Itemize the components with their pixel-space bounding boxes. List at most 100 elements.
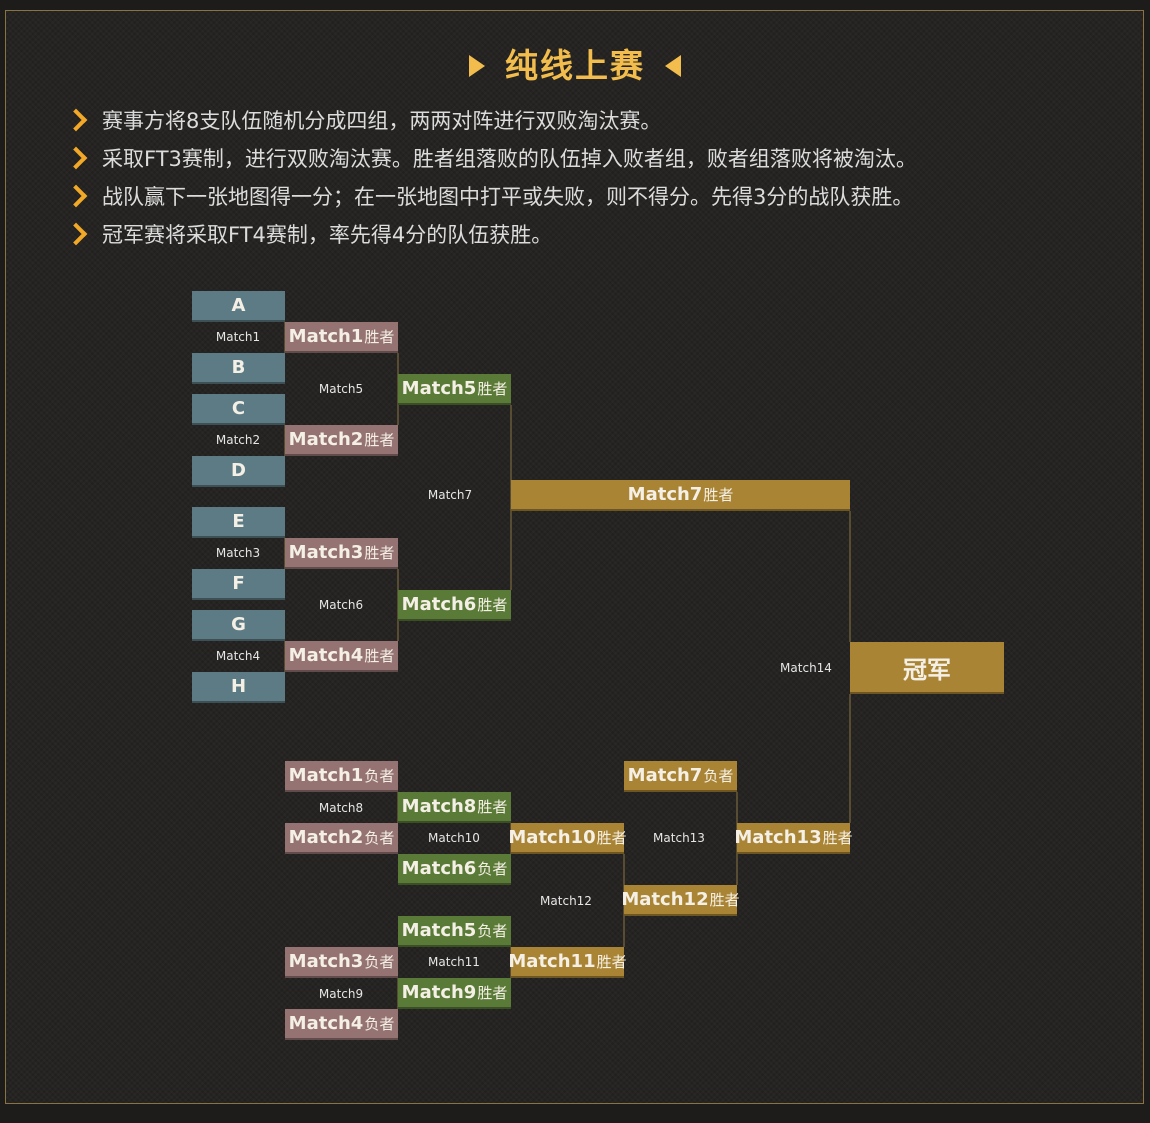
match-label: Match3	[215, 546, 261, 560]
box-label: G	[231, 614, 246, 635]
box-label: Match8	[401, 796, 477, 817]
box-label: Match5	[401, 920, 477, 941]
box-label: Match1	[288, 765, 364, 786]
title-bar: 纯线上赛	[0, 44, 1150, 88]
box-label: D	[231, 460, 246, 481]
rule-item: 采取FT3赛制，进行双败淘汰赛。胜者组落败的队伍掉入败者组，败者组落败将被淘汰。	[64, 139, 917, 177]
box-suffix: 胜者	[477, 984, 508, 1002]
match-label: Match4	[215, 649, 261, 663]
triangle-right-icon	[469, 55, 485, 77]
rule-text: 战队赢下一张地图得一分；在一张地图中打平或失败，则不得分。先得3分的战队获胜。	[102, 185, 914, 209]
box-label: F	[232, 573, 245, 594]
rule-text: 冠军赛将采取FT4赛制，率先得4分的队伍获胜。	[102, 223, 553, 247]
rule-text: 赛事方将8支队伍随机分成四组，两两对阵进行双败淘汰赛。	[102, 109, 662, 133]
box-label: Match2	[288, 429, 364, 450]
box-label: Match9	[401, 982, 477, 1003]
box-label: B	[231, 357, 246, 378]
team-box-e: E	[192, 507, 285, 538]
box-suffix: 胜者	[364, 328, 395, 346]
box-suffix: 负者	[364, 953, 395, 971]
team-box-b: B	[192, 353, 285, 384]
box-label: E	[232, 511, 245, 532]
box-label: Match5	[401, 378, 477, 399]
match-label: Match8	[318, 801, 364, 815]
page-frame	[5, 10, 1144, 1104]
box-label: Match2	[288, 827, 364, 848]
page-title: 纯线上赛	[505, 46, 645, 85]
box-suffix: 胜者	[596, 829, 627, 847]
match-label: Match12	[540, 894, 592, 908]
box-label: H	[230, 676, 247, 697]
match-label: Match6	[318, 598, 364, 612]
triangle-left-icon	[665, 55, 681, 77]
box-label: Match7	[627, 765, 703, 786]
box-label: Match4	[288, 1013, 364, 1034]
box-label: Match7	[627, 484, 703, 505]
box-label: Match12	[621, 889, 709, 910]
box-label: Match1	[288, 326, 364, 347]
match-label: Match14	[780, 661, 832, 675]
box-label: 冠军	[903, 655, 951, 684]
rules-list: 赛事方将8支队伍随机分成四组，两两对阵进行双败淘汰赛。 采取FT3赛制，进行双败…	[64, 101, 917, 253]
box-label: Match10	[508, 827, 596, 848]
box-label: Match4	[288, 645, 364, 666]
box-label: C	[231, 398, 246, 419]
box-label: Match3	[288, 542, 364, 563]
box-suffix: 胜者	[364, 431, 395, 449]
box-suffix: 负者	[477, 922, 508, 940]
box-suffix: 负者	[703, 767, 734, 785]
team-box-h: H	[192, 672, 285, 703]
box-suffix: 胜者	[703, 486, 734, 504]
team-box-g: G	[192, 610, 285, 641]
match-label: Match10	[428, 831, 480, 845]
match-label: Match2	[215, 433, 261, 447]
box-suffix: 胜者	[364, 647, 395, 665]
box-suffix: 胜者	[364, 544, 395, 562]
rule-item: 战队赢下一张地图得一分；在一张地图中打平或失败，则不得分。先得3分的战队获胜。	[64, 177, 917, 215]
box-suffix: 负者	[364, 1015, 395, 1033]
match-label: Match7	[427, 488, 473, 502]
box-label: Match6	[401, 594, 477, 615]
match-label: Match13	[653, 831, 705, 845]
match-label: Match11	[428, 955, 480, 969]
box-suffix: 胜者	[477, 380, 508, 398]
box-suffix: 负者	[364, 767, 395, 785]
match-label: Match1	[215, 330, 261, 344]
box-suffix: 胜者	[596, 953, 627, 971]
rule-item: 冠军赛将采取FT4赛制，率先得4分的队伍获胜。	[64, 215, 917, 253]
team-box-f: F	[192, 569, 285, 600]
box-label: Match3	[288, 951, 364, 972]
box-suffix: 胜者	[477, 798, 508, 816]
champion-box: 冠军	[850, 642, 1004, 694]
box-label: Match11	[508, 951, 596, 972]
team-box-c: C	[192, 394, 285, 425]
box-suffix: 胜者	[709, 891, 740, 909]
box-suffix: 负者	[477, 860, 508, 878]
team-box-a: A	[192, 291, 285, 322]
team-box-d: D	[192, 456, 285, 487]
box-suffix: 胜者	[822, 829, 853, 847]
box-label: Match13	[734, 827, 822, 848]
box-label: A	[231, 295, 246, 316]
rule-text: 采取FT3赛制，进行双败淘汰赛。胜者组落败的队伍掉入败者组，败者组落败将被淘汰。	[102, 147, 917, 171]
rule-item: 赛事方将8支队伍随机分成四组，两两对阵进行双败淘汰赛。	[64, 101, 917, 139]
box-label: Match6	[401, 858, 477, 879]
match-label: Match9	[318, 987, 364, 1001]
